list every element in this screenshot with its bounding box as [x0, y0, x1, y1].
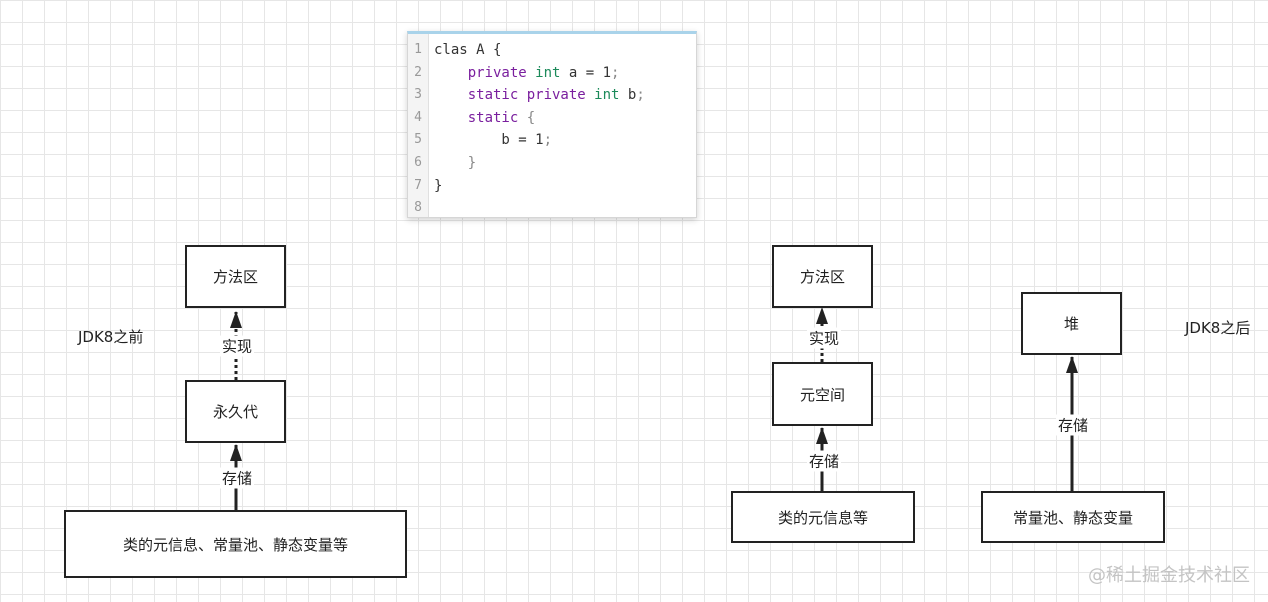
line-number: 8 [414, 200, 422, 216]
left-permgen-box: 永久代 [185, 380, 286, 443]
code-token: clas A { [434, 42, 502, 58]
left-side-label: JDK8之前 [78, 328, 144, 346]
code-token: private [467, 64, 527, 81]
left-impl-arrow [230, 311, 242, 328]
right-method-area-label: 方法区 [799, 268, 845, 286]
code-token: static [467, 109, 519, 126]
left-content-label: 类的元信息、常量池、静态变量等 [122, 535, 348, 554]
left-method-area-box: 方法区 [185, 245, 286, 308]
code-token: int [594, 87, 620, 104]
left-method-area-label: 方法区 [212, 268, 258, 286]
left-permgen-label: 永久代 [212, 403, 258, 421]
code-panel: 1 clas A { 2 private int a = 1; 3 static pr… [407, 31, 697, 218]
right-metaspace-box: 元空间 [772, 362, 873, 426]
line-number-gutter [408, 34, 429, 217]
code-token [527, 65, 535, 81]
line-number: 1 [414, 42, 422, 57]
line-number: 6 [414, 155, 422, 170]
line-number: 3 [414, 87, 422, 103]
code-token: b = 1 [434, 132, 544, 149]
code-token [434, 110, 468, 126]
right-class-meta-label: 类的元信息等 [777, 508, 868, 527]
code-token: ; [636, 87, 645, 104]
line-number: 5 [414, 132, 422, 148]
right-constants-box: 常量池、静态变量 [981, 491, 1165, 543]
code-text: private int a = 1; [434, 62, 620, 84]
right-method-area-box: 方法区 [772, 245, 873, 308]
code-token: a = 1 [560, 64, 612, 81]
code-text: clas A { [434, 39, 501, 61]
code-token: } [434, 155, 477, 171]
code-token: ; [543, 132, 553, 149]
watermark: @稀土掘金技术社区 [1088, 565, 1250, 586]
code-token [434, 87, 468, 103]
code-token [586, 87, 594, 103]
left-store-arrow [230, 444, 242, 461]
code-token [434, 65, 468, 81]
code-token: } [434, 177, 443, 194]
code-token: { [518, 109, 536, 126]
code-token: b [619, 87, 637, 104]
right-side-label: JDK8之后 [1185, 319, 1251, 337]
right-metaspace-label: 元空间 [799, 385, 845, 404]
right-store-label-1: 存储 [806, 450, 842, 472]
code-text: b = 1; [434, 129, 552, 151]
line-number: 4 [414, 109, 422, 125]
right-store-label-2: 存储 [1055, 414, 1091, 436]
right-heap-label: 堆 [1063, 315, 1079, 333]
code-text: static { [434, 107, 535, 129]
left-content-box: 类的元信息、常量池、静态变量等 [64, 510, 407, 578]
code-text: } [434, 175, 442, 197]
line-number: 2 [414, 64, 422, 80]
code-token: int [535, 64, 561, 81]
line-number: 7 [414, 177, 422, 193]
right-store-arrow-1 [816, 427, 828, 444]
right-class-meta-box: 类的元信息等 [731, 491, 915, 543]
right-impl-arrow [816, 307, 828, 324]
code-text: } [434, 152, 476, 174]
left-store-label: 存储 [219, 467, 255, 489]
right-impl-label: 实现 [806, 327, 842, 349]
code-text: static private int b; [434, 84, 645, 106]
code-token: static private [467, 87, 586, 104]
right-store-arrow-2 [1066, 356, 1078, 373]
right-constants-label: 常量池、静态变量 [1012, 508, 1133, 527]
right-heap-box: 堆 [1021, 292, 1122, 355]
code-token: ; [611, 64, 620, 81]
left-impl-label: 实现 [219, 335, 255, 357]
